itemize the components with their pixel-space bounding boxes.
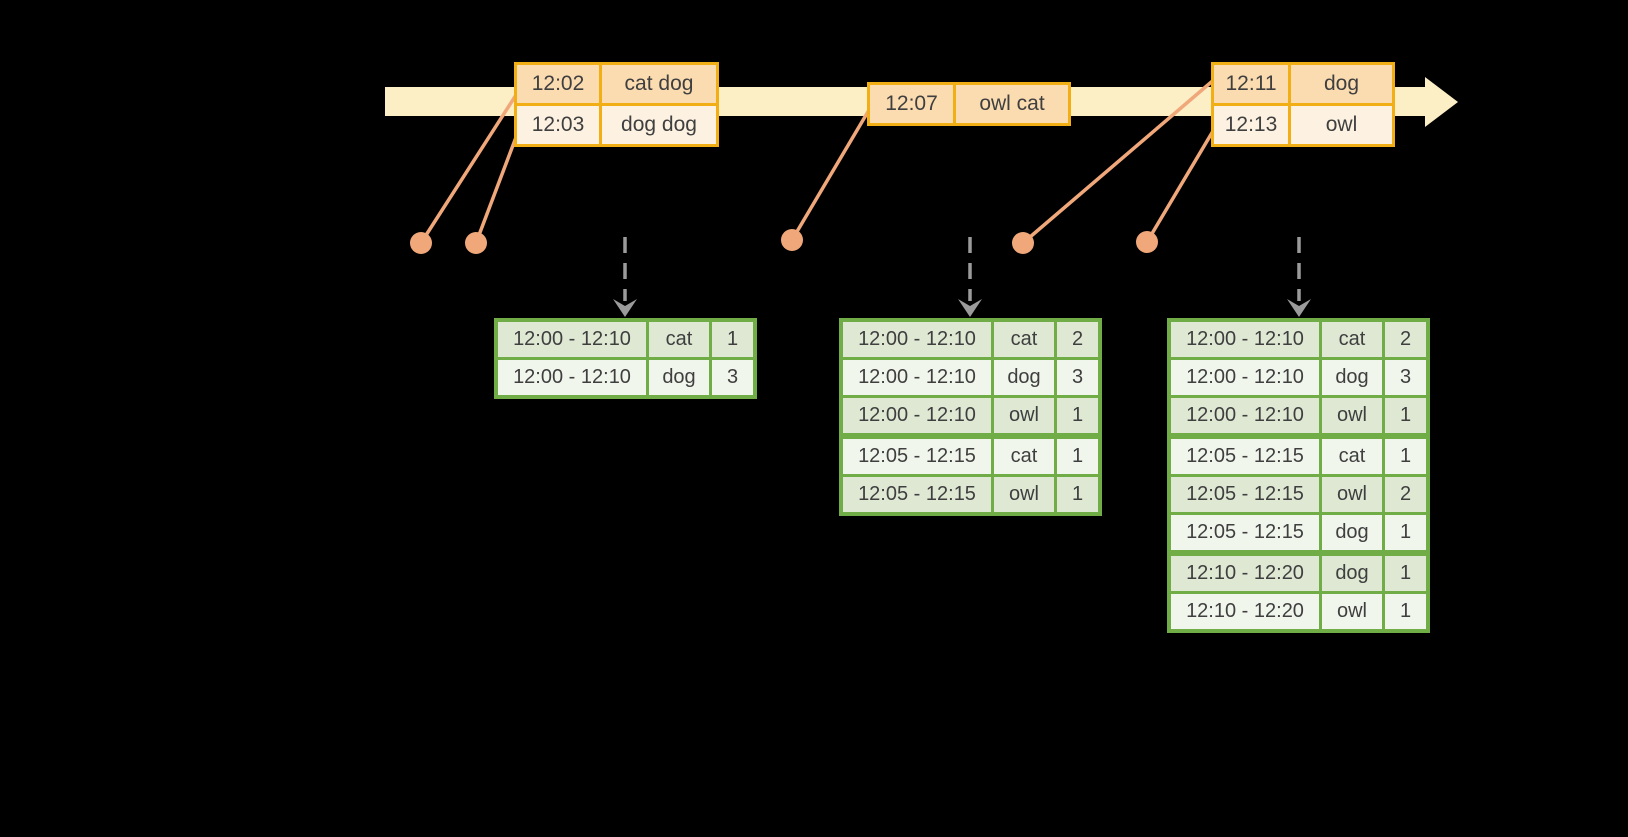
word-cell: cat — [994, 439, 1054, 474]
count-cell: 1 — [1385, 398, 1426, 433]
count-cell: 3 — [712, 360, 753, 395]
window-cell: 12:05 - 12:15 — [843, 477, 991, 512]
window-cell: 12:00 - 12:10 — [843, 360, 991, 395]
count-cell: 2 — [1385, 322, 1426, 357]
count-cell: 2 — [1385, 477, 1426, 512]
count-cell: 1 — [712, 322, 753, 357]
trigger-arrowhead-icon — [613, 299, 637, 317]
event-words-cell: dog — [1291, 65, 1392, 103]
word-cell: dog — [994, 360, 1054, 395]
result-row: 12:00 - 12:10 dog 3 — [843, 360, 1098, 395]
count-cell: 1 — [1057, 439, 1098, 474]
event-words-cell: owl cat — [956, 85, 1068, 123]
event-time-cell: 12:03 — [517, 106, 599, 144]
word-cell: dog — [1322, 515, 1382, 550]
result-row: 12:00 - 12:10 owl 1 — [1171, 398, 1426, 433]
result-table: 12:00 - 12:10 cat 2 12:00 - 12:10 dog 3 … — [1167, 318, 1430, 633]
event-row: 12:11 dog — [1214, 65, 1392, 103]
result-row: 12:05 - 12:15 cat 1 — [843, 439, 1098, 474]
event-dot — [1136, 231, 1158, 253]
event-row: 12:07 owl cat — [870, 85, 1068, 123]
event-time-cell: 12:07 — [870, 85, 953, 123]
window-cell: 12:05 - 12:15 — [1171, 477, 1319, 512]
timeline-arrowhead-icon — [1425, 77, 1458, 127]
event-row: 12:02 cat dog — [517, 65, 716, 103]
word-cell: cat — [1322, 439, 1382, 474]
event-words-cell: dog dog — [602, 106, 716, 144]
count-cell: 1 — [1385, 515, 1426, 550]
word-cell: owl — [1322, 477, 1382, 512]
event-dot — [410, 232, 432, 254]
result-row: 12:10 - 12:20 dog 1 — [1171, 556, 1426, 591]
window-cell: 12:10 - 12:20 — [1171, 556, 1319, 591]
event-dot — [1012, 232, 1034, 254]
count-cell: 2 — [1057, 322, 1098, 357]
trigger-arrowhead-icon — [1287, 299, 1311, 317]
count-cell: 1 — [1057, 477, 1098, 512]
result-table: 12:00 - 12:10 cat 1 12:00 - 12:10 dog 3 — [494, 318, 757, 399]
result-row: 12:00 - 12:10 dog 3 — [498, 360, 753, 395]
result-row: 12:05 - 12:15 owl 2 — [1171, 477, 1426, 512]
connector-line — [474, 131, 520, 244]
event-time-cell: 12:11 — [1214, 65, 1288, 103]
window-cell: 12:05 - 12:15 — [843, 439, 991, 474]
word-cell: owl — [1322, 398, 1382, 433]
word-cell: owl — [994, 477, 1054, 512]
word-cell: owl — [1322, 594, 1382, 629]
result-row: 12:00 - 12:10 cat 2 — [843, 322, 1098, 357]
event-dot — [465, 232, 487, 254]
result-row: 12:00 - 12:10 cat 1 — [498, 322, 753, 357]
connector-line — [1021, 76, 1218, 245]
window-cell: 12:00 - 12:10 — [1171, 360, 1319, 395]
count-cell: 1 — [1385, 439, 1426, 474]
count-cell: 3 — [1385, 360, 1426, 395]
word-cell: owl — [994, 398, 1054, 433]
word-cell: cat — [649, 322, 709, 357]
result-row: 12:00 - 12:10 dog 3 — [1171, 360, 1426, 395]
event-table: 12:02 cat dog 12:03 dog dog — [514, 62, 719, 147]
window-cell: 12:05 - 12:15 — [1171, 439, 1319, 474]
event-table: 12:07 owl cat — [867, 82, 1071, 126]
word-cell: dog — [649, 360, 709, 395]
event-row: 12:03 dog dog — [517, 106, 716, 144]
window-cell: 12:00 - 12:10 — [843, 398, 991, 433]
result-row: 12:00 - 12:10 cat 2 — [1171, 322, 1426, 357]
result-row: 12:00 - 12:10 owl 1 — [843, 398, 1098, 433]
window-cell: 12:00 - 12:10 — [498, 360, 646, 395]
trigger-arrowhead-icon — [958, 299, 982, 317]
result-row: 12:10 - 12:20 owl 1 — [1171, 594, 1426, 629]
count-cell: 1 — [1057, 398, 1098, 433]
word-cell: dog — [1322, 360, 1382, 395]
window-cell: 12:00 - 12:10 — [498, 322, 646, 357]
window-cell: 12:00 - 12:10 — [843, 322, 991, 357]
connector-line — [419, 94, 518, 244]
window-cell: 12:00 - 12:10 — [1171, 322, 1319, 357]
result-row: 12:05 - 12:15 owl 1 — [843, 477, 1098, 512]
result-row: 12:05 - 12:15 dog 1 — [1171, 515, 1426, 550]
connector-line — [1145, 125, 1218, 243]
count-cell: 1 — [1385, 594, 1426, 629]
window-cell: 12:10 - 12:20 — [1171, 594, 1319, 629]
event-time-cell: 12:02 — [517, 65, 599, 103]
word-cell: cat — [994, 322, 1054, 357]
event-dot — [781, 229, 803, 251]
window-cell: 12:00 - 12:10 — [1171, 398, 1319, 433]
result-row: 12:05 - 12:15 cat 1 — [1171, 439, 1426, 474]
count-cell: 1 — [1385, 556, 1426, 591]
word-cell: cat — [1322, 322, 1382, 357]
event-row: 12:13 owl — [1214, 106, 1392, 144]
event-time-cell: 12:13 — [1214, 106, 1288, 144]
event-words-cell: owl — [1291, 106, 1392, 144]
event-table: 12:11 dog 12:13 owl — [1211, 62, 1395, 147]
word-cell: dog — [1322, 556, 1382, 591]
window-cell: 12:05 - 12:15 — [1171, 515, 1319, 550]
count-cell: 3 — [1057, 360, 1098, 395]
result-table: 12:00 - 12:10 cat 2 12:00 - 12:10 dog 3 … — [839, 318, 1102, 516]
connector-line — [790, 109, 871, 241]
event-words-cell: cat dog — [602, 65, 716, 103]
